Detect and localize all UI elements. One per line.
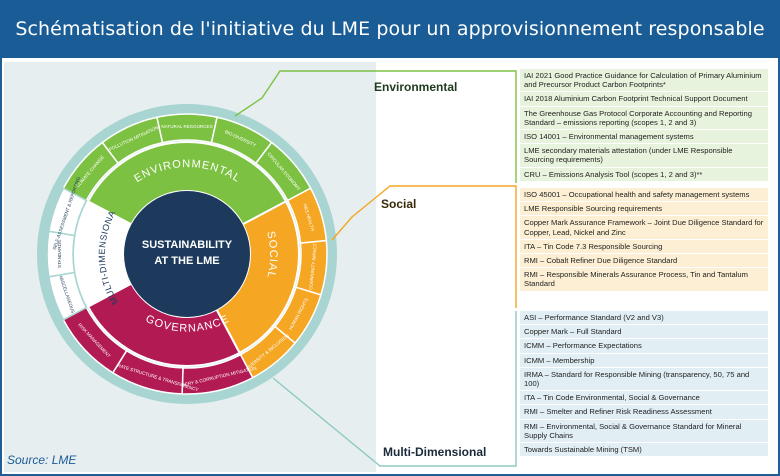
outer-wedge: [47, 187, 88, 237]
standard-item: ITA – Tin Code Environmental, Social & G…: [520, 391, 768, 406]
outer-wedge-label: STANDARDS: [57, 240, 62, 268]
standard-item: ISO 45001 – Occupational health and safe…: [520, 188, 768, 203]
multi-dimensional-standards-list: ASI – Performance Standard (V2 and V3)Co…: [520, 311, 768, 458]
environmental-standards-list: IAI 2021 Good Practice Guidance for Calc…: [520, 69, 768, 182]
standard-item: ISO 14001 – Environmental management sys…: [520, 130, 768, 145]
connector-social: [331, 185, 517, 308]
standard-item: LME Responsible Sourcing requirements: [520, 202, 768, 217]
standard-item: Towards Sustainable Mining (TSM): [520, 443, 768, 458]
connector-environmental: [234, 70, 517, 183]
center-label-line2: AT THE LME: [154, 255, 219, 267]
standard-item: IRMA – Standard for Responsible Mining (…: [520, 368, 768, 392]
standard-item: RMI – Smelter and Refiner Risk Readiness…: [520, 405, 768, 420]
sector-label-social: SOCIAL: [264, 230, 279, 280]
outer-wedge-label: COMMUNITY IMPACT: [308, 243, 318, 290]
standard-item: The Greenhouse Gas Protocol Corporate Ac…: [520, 107, 768, 131]
standard-item: ITA – Tin Code 7.3 Responsible Sourcing: [520, 240, 768, 255]
standard-item: IAI 2018 Aluminium Carbon Footprint Tech…: [520, 92, 768, 107]
category-social: Social: [381, 197, 417, 211]
outer-wedge-label: NATURAL RESOURCES: [161, 124, 212, 129]
social-standards-list: ISO 45001 – Occupational health and safe…: [520, 188, 768, 292]
center-circle: [124, 191, 250, 317]
category-multi-dimensional: Multi-Dimensional: [383, 445, 487, 459]
standard-item: RMI – Environmental, Social & Governance…: [520, 420, 768, 444]
standard-item: ICMM – Membership: [520, 354, 768, 368]
standard-item: Copper Mark – Full Standard: [520, 325, 768, 340]
standard-item: ICMM – Performance Expectations: [520, 339, 768, 354]
standard-item: LME secondary materials attestation (und…: [520, 144, 768, 168]
category-environmental: Environmental: [374, 80, 458, 94]
standard-item: RMI – Responsible Minerals Assurance Pro…: [520, 268, 768, 292]
standard-item: RMI – Cobalt Refiner Due Diligence Stand…: [520, 254, 768, 269]
standard-item: Copper Mark Assurance Framework – Joint …: [520, 216, 768, 240]
source-note: Source: LME: [7, 453, 77, 467]
standard-item: CRU – Emissions Analysis Tool (scopes 1,…: [520, 168, 768, 182]
center-label-line1: SUSTAINABILITY: [142, 239, 233, 251]
standard-item: ASI – Performance Standard (V2 and V3): [520, 311, 768, 326]
page-title: Schématisation de l'initiative du LME po…: [0, 0, 780, 58]
standard-item: IAI 2021 Good Practice Guidance for Calc…: [520, 69, 768, 93]
connector-multi-dimensional: [272, 311, 517, 467]
